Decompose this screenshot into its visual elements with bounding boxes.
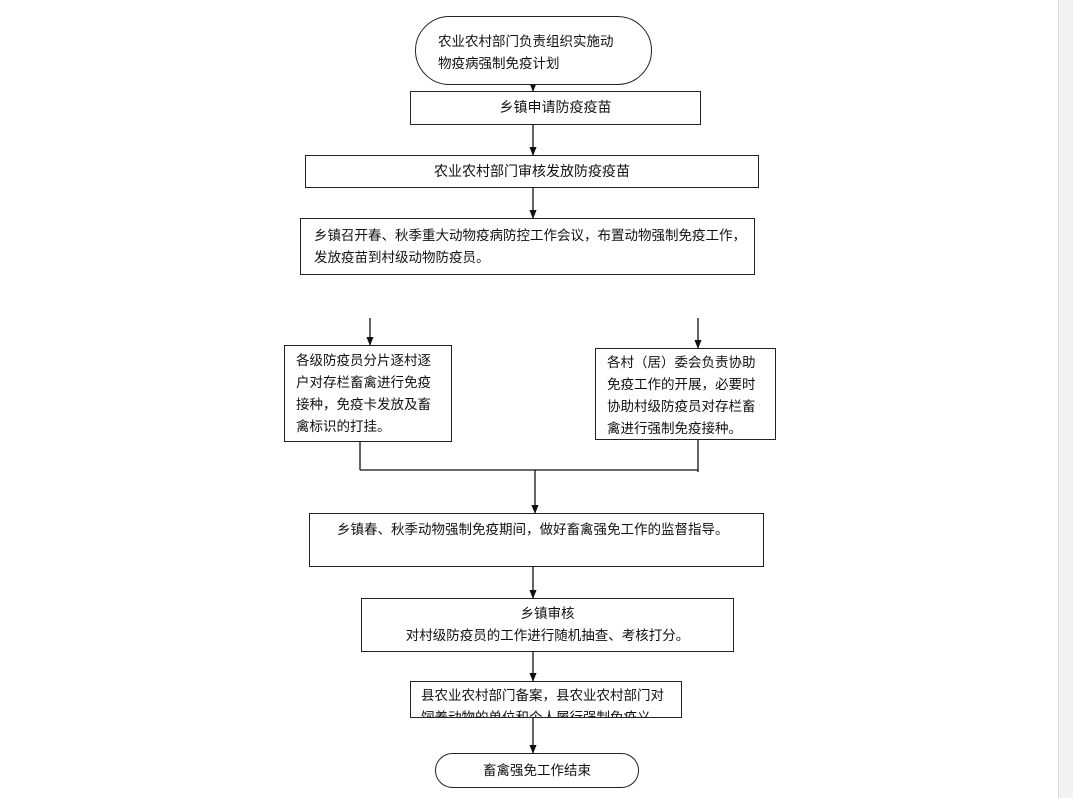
branch-left-box: 各级防疫员分片逐村逐 户对存栏畜禽进行免疫 接种，免疫卡发放及畜 禽标识的打挂。 (284, 345, 452, 442)
county-record-line2: 饲养动物的单位和个人履行强制免疫义 (421, 710, 651, 718)
start-node-line2: 物疫病强制免疫计划 (438, 56, 560, 72)
branch-left-line4: 禽标识的打挂。 (296, 419, 391, 435)
town-audit-line2: 对村级防疫员的工作进行随机抽查、考核打分。 (405, 628, 690, 644)
review-issue-vaccine-text: 农业农村部门审核发放防疫疫苗 (434, 163, 630, 180)
apply-vaccine-box: 乡镇申请防疫疫苗 (410, 91, 701, 125)
branch-right-line3: 协助村级防疫员对存栏畜 (607, 399, 756, 415)
end-node-text: 畜禽强免工作结束 (483, 762, 591, 779)
town-audit-box: 乡镇审核 对村级防疫员的工作进行随机抽查、考核打分。 (361, 598, 734, 652)
review-issue-vaccine-box: 农业农村部门审核发放防疫疫苗 (305, 155, 759, 188)
branch-right-line4: 禽进行强制免疫接种。 (607, 421, 742, 437)
page-edge-line (1058, 0, 1059, 798)
town-audit-line1: 乡镇审核 (520, 606, 575, 622)
branch-left-line2: 户对存栏畜禽进行免疫 (296, 375, 431, 391)
county-record-line1: 县农业农村部门备案，县农业农村部门对 (421, 688, 664, 704)
start-node: 农业农村部门负责组织实施动 物疫病强制免疫计划 (415, 16, 652, 85)
branch-right-line2: 免疫工作的开展，必要时 (607, 377, 756, 393)
meeting-box: 乡镇召开春、秋季重大动物疫病防控工作会议，布置动物强制免疫工作， 发放疫苗到村级… (300, 218, 755, 275)
apply-vaccine-text: 乡镇申请防疫疫苗 (499, 100, 612, 116)
start-node-line1: 农业农村部门负责组织实施动 (438, 34, 614, 50)
meeting-text-line2: 发放疫苗到村级动物防疫员。 (314, 250, 490, 266)
supervise-text: 乡镇春、秋季动物强制免疫期间，做好畜禽强免工作的监督指导。 (337, 522, 729, 538)
supervise-box: 乡镇春、秋季动物强制免疫期间，做好畜禽强免工作的监督指导。 (309, 513, 764, 567)
branch-left-line3: 接种，免疫卡发放及畜 (296, 397, 431, 413)
branch-left-line1: 各级防疫员分片逐村逐 (296, 353, 431, 369)
meeting-text-line1: 乡镇召开春、秋季重大动物疫病防控工作会议，布置动物强制免疫工作， (314, 228, 746, 244)
branch-right-line1: 各村（居）委会负责协助 (607, 355, 756, 371)
branch-right-box: 各村（居）委会负责协助 免疫工作的开展，必要时 协助村级防疫员对存栏畜 禽进行强… (595, 348, 776, 440)
page-edge-shade (1058, 0, 1073, 798)
end-node: 畜禽强免工作结束 (435, 753, 639, 788)
county-record-box: 县农业农村部门备案，县农业农村部门对 饲养动物的单位和个人履行强制免疫义 (410, 681, 682, 718)
